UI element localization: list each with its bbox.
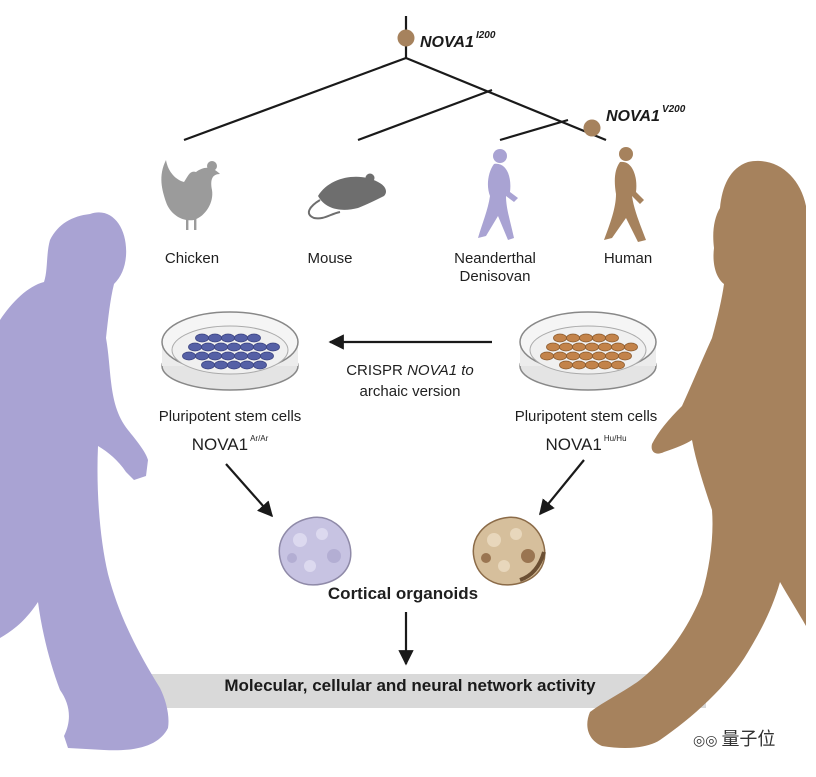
gene-variant: I200 (475, 30, 496, 41)
cell (221, 333, 235, 343)
cell (553, 351, 567, 361)
cell (195, 351, 209, 361)
cell (566, 351, 580, 361)
cell (572, 342, 586, 352)
gene-name: NOVA1 (420, 34, 474, 51)
cells-genotype-sup: Ar/Ar (250, 434, 269, 443)
cell (592, 333, 606, 343)
cell (559, 360, 573, 370)
wechat-icon: ◎◎ (693, 733, 718, 749)
crispr-gene-text: NOVA1 to (407, 362, 474, 379)
cells-genotype: NOVA1 (191, 435, 249, 454)
organoids-label: Cortical organoids (327, 584, 479, 603)
cell (188, 342, 202, 352)
cells-genotype-sup: Hu/Hu (603, 434, 627, 443)
cell (201, 360, 215, 370)
cell (195, 333, 209, 343)
cell (208, 333, 222, 343)
result-bar-text: Molecular, cellular and neural network a… (224, 676, 596, 695)
mouse-icon (307, 173, 386, 220)
cell (559, 342, 573, 352)
gene-name: NOVA1 (606, 108, 660, 125)
crispr-text: CRISPR (346, 362, 408, 379)
cell (221, 351, 235, 361)
cell (598, 342, 612, 352)
modern-human-silhouette (587, 160, 806, 748)
cells-label-line1: Pluripotent stem cells (158, 408, 302, 425)
cell (585, 342, 599, 352)
cell (260, 351, 274, 361)
cell (240, 360, 254, 370)
cell (598, 360, 612, 370)
cell (592, 351, 606, 361)
arrow-to-archaic-organoid (225, 463, 274, 518)
cell (611, 360, 625, 370)
cell (579, 333, 593, 343)
species-label-mouse: Mouse (307, 250, 353, 267)
cell (624, 342, 638, 352)
organoid-archaic (278, 516, 352, 586)
cell (618, 351, 632, 361)
crispr-label: CRISPR NOVA1 to archaic version (330, 360, 490, 402)
petri-dish-archaic (161, 311, 299, 391)
cell (227, 360, 241, 370)
phylogenetic-tree (183, 16, 607, 142)
crispr-line2: archaic version (359, 383, 461, 400)
chicken-icon (161, 160, 220, 230)
cell (247, 333, 261, 343)
neanderthal-figure-icon (478, 149, 518, 240)
arrow-to-human-organoid (539, 459, 585, 516)
species-label-neanderthal: Neanderthal Denisovan (436, 250, 554, 286)
cell-cluster-human (540, 333, 638, 370)
cell (585, 360, 599, 370)
cells-genotype: NOVA1 (545, 435, 602, 454)
cell (605, 333, 619, 343)
cell (266, 342, 280, 352)
cell-cluster-archaic (182, 333, 280, 370)
cell (553, 333, 567, 343)
petri-dish-human (519, 311, 657, 391)
gene-variant: V200 (661, 104, 686, 115)
organoid-human (472, 516, 546, 586)
watermark: ◎◎量子位 (693, 725, 775, 751)
cell (227, 342, 241, 352)
cell (214, 360, 228, 370)
cell (540, 351, 554, 361)
cells-label-line1: Pluripotent stem cells (514, 408, 658, 425)
human-figure-icon (604, 147, 646, 242)
species-label-neanderthal-line1: Neanderthal (454, 250, 536, 267)
cell (253, 360, 267, 370)
cell (611, 342, 625, 352)
cell (208, 351, 222, 361)
node-human-branch (583, 119, 601, 137)
cell (234, 333, 248, 343)
watermark-text: 量子位 (721, 729, 776, 750)
cell (201, 342, 215, 352)
cell (234, 351, 248, 361)
cell (182, 351, 196, 361)
cell (579, 351, 593, 361)
cell (247, 351, 261, 361)
cell (566, 333, 580, 343)
cell (546, 342, 560, 352)
archaic-human-silhouette (0, 212, 169, 751)
cell (214, 342, 228, 352)
species-label-chicken: Chicken (164, 250, 220, 267)
species-label-denisovan-line2: Denisovan (459, 268, 531, 285)
node-root (397, 29, 415, 47)
cell (240, 342, 254, 352)
cell (605, 351, 619, 361)
cell (572, 360, 586, 370)
species-label-human: Human (603, 250, 653, 267)
cell (253, 342, 267, 352)
